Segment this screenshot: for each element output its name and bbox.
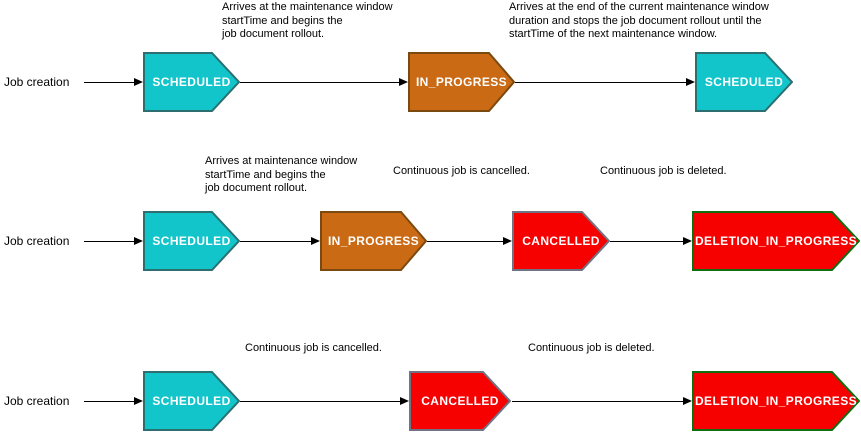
transition-arrow — [515, 76, 695, 88]
state-label: SCHEDULED — [152, 394, 231, 408]
pentagon-shape — [512, 211, 610, 271]
arrow-line — [84, 240, 135, 242]
annotation-maintenance-start-row2: Arrives at maintenance window startTime … — [205, 155, 358, 194]
transition-arrow — [240, 235, 320, 247]
arrow-line — [427, 240, 504, 242]
pentagon-shape — [409, 371, 511, 431]
state-cancelled-row3: CANCELLED — [409, 371, 511, 431]
job-creation-label-row3: Job creation — [4, 394, 70, 408]
annotation-deleted-row2: Continuous job is deleted. — [600, 165, 727, 177]
job-creation-label-row2: Job creation — [4, 234, 70, 248]
arrowhead-icon — [311, 236, 320, 245]
annotation-maintenance-start-row1: Arrives at the maintenance window startT… — [222, 1, 393, 40]
pentagon-shape — [692, 371, 860, 431]
state-scheduled-2-row1: SCHEDULED — [695, 52, 793, 112]
state-label: SCHEDULED — [704, 75, 784, 89]
arrowhead-icon — [683, 236, 692, 245]
pentagon-shape — [320, 211, 427, 271]
state-label: DELETION_IN_PROGRESS — [694, 234, 858, 248]
arrow-line — [84, 81, 135, 83]
transition-arrow — [84, 235, 143, 247]
arrowhead-icon — [683, 396, 692, 405]
state-label: IN_PROGRESS — [415, 75, 508, 89]
state-deletion-in-progress-row3: DELETION_IN_PROGRESS — [692, 371, 860, 431]
state-scheduled-row3: SCHEDULED — [143, 371, 240, 431]
state-cancelled-row2: CANCELLED — [512, 211, 610, 271]
pentagon-shape — [143, 371, 240, 431]
arrow-line — [515, 81, 687, 83]
state-label: DELETION_IN_PROGRESS — [694, 394, 858, 408]
arrowhead-icon — [686, 77, 695, 86]
state-deletion-in-progress-row2: DELETION_IN_PROGRESS — [692, 211, 860, 271]
arrow-line — [240, 240, 312, 242]
transition-arrow — [240, 76, 408, 88]
pentagon-shape — [143, 52, 240, 112]
arrowhead-icon — [503, 236, 512, 245]
transition-arrow — [84, 395, 143, 407]
state-in-progress-row1: IN_PROGRESS — [408, 52, 515, 112]
annotation-cancelled-row3: Continuous job is cancelled. — [245, 342, 382, 354]
state-label: SCHEDULED — [152, 75, 231, 89]
transition-arrow — [84, 76, 143, 88]
arrowhead-icon — [399, 77, 408, 86]
annotation-deleted-row3: Continuous job is deleted. — [528, 342, 655, 354]
arrow-line — [512, 400, 684, 402]
state-label: SCHEDULED — [152, 234, 231, 248]
arrowhead-icon — [400, 396, 409, 405]
state-label: CANCELLED — [522, 234, 600, 248]
transition-arrow — [512, 395, 692, 407]
state-in-progress-row2: IN_PROGRESS — [320, 211, 427, 271]
annotation-maintenance-end-row1: Arrives at the end of the current mainte… — [509, 1, 769, 40]
annotation-cancelled-row2: Continuous job is cancelled. — [393, 165, 530, 177]
state-label: CANCELLED — [421, 394, 499, 408]
arrowhead-icon — [134, 396, 143, 405]
pentagon-shape — [695, 52, 793, 112]
arrow-line — [84, 400, 135, 402]
arrow-line — [610, 240, 684, 242]
job-creation-label-row1: Job creation — [4, 75, 70, 89]
transition-arrow — [240, 395, 409, 407]
arrowhead-icon — [134, 236, 143, 245]
state-label: IN_PROGRESS — [327, 234, 420, 248]
pentagon-shape — [143, 211, 240, 271]
pentagon-shape — [408, 52, 515, 112]
pentagon-shape — [692, 211, 860, 271]
arrow-line — [240, 400, 401, 402]
state-scheduled-row1: SCHEDULED — [143, 52, 240, 112]
transition-arrow — [610, 235, 692, 247]
state-scheduled-row2: SCHEDULED — [143, 211, 240, 271]
transition-arrow — [427, 235, 512, 247]
arrowhead-icon — [134, 77, 143, 86]
arrow-line — [240, 81, 400, 83]
